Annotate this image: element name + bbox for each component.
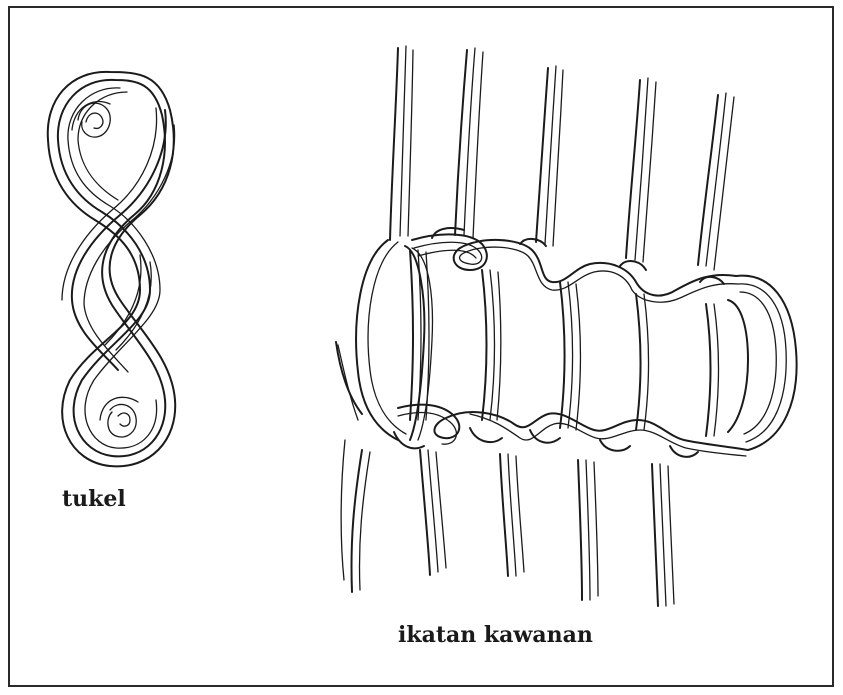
label-tukel: tukel [62,486,126,512]
loose-strand [338,345,358,420]
canes-middle [410,250,719,436]
tukel-drawing [48,72,175,466]
binding-right-loop [728,276,797,450]
ikatan-kawanan-drawing [336,46,797,606]
canes-upper [390,46,734,270]
binding-left-loop [336,240,432,440]
binding-bottom-band [394,405,748,457]
binding-top-band [412,228,738,302]
canes-lower [341,440,674,606]
label-ikatan-kawanan: ikatan kawanan [398,622,593,648]
